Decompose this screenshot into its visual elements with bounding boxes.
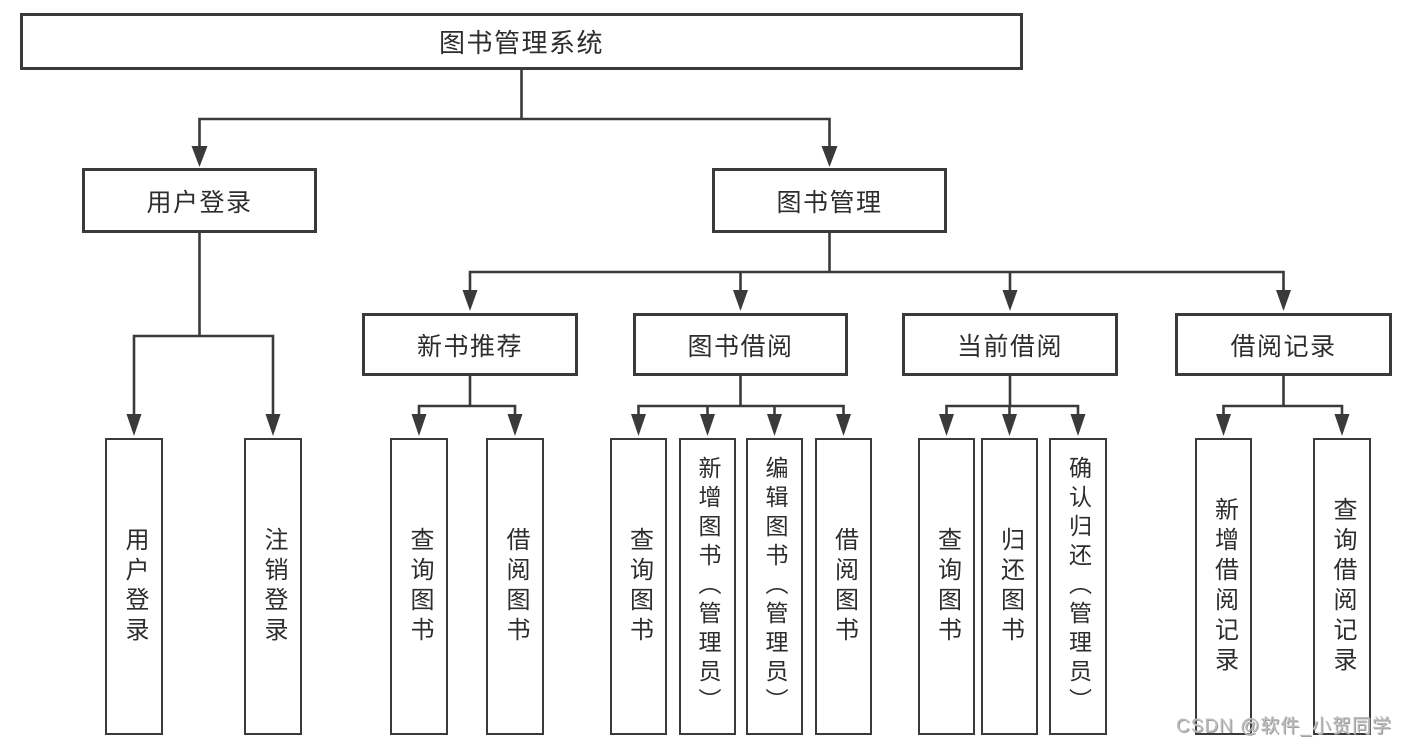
leaf-borrow-add-label: 新增图书（管理员） <box>695 456 721 717</box>
leaf-records-query-label: 查询借阅记录 <box>1329 496 1356 677</box>
node-new-book-recommend: 新书推荐 <box>362 313 578 376</box>
node-current-borrow-label: 当前借阅 <box>956 332 1063 361</box>
node-book-borrow: 图书借阅 <box>633 313 848 376</box>
leaf-current-confirm: 确认归还（管理员） <box>1049 438 1107 735</box>
watermark: CSDN @软件_小贺同学 <box>1176 716 1392 737</box>
node-root-label: 图书管理系统 <box>438 28 604 58</box>
leaf-current-query-label: 查询图书 <box>933 526 961 647</box>
node-book-management-label: 图书管理 <box>776 188 883 217</box>
leaf-logout-label: 注销登录 <box>260 526 287 647</box>
node-book-borrow-label: 图书借阅 <box>687 332 794 361</box>
node-user-login: 用户登录 <box>82 168 317 233</box>
leaf-borrow-edit: 编辑图书（管理员） <box>746 438 803 735</box>
leaf-records-add: 新增借阅记录 <box>1195 438 1252 735</box>
leaf-current-confirm-label: 确认归还（管理员） <box>1065 456 1092 717</box>
leaf-borrow-edit-label: 编辑图书（管理员） <box>762 456 788 717</box>
leaf-newbook-borrow: 借阅图书 <box>486 438 544 735</box>
node-new-book-recommend-label: 新书推荐 <box>416 332 523 361</box>
node-book-management: 图书管理 <box>712 168 947 233</box>
leaf-borrow-borrow: 借阅图书 <box>815 438 872 735</box>
node-current-borrow: 当前借阅 <box>902 313 1118 376</box>
node-borrow-records-label: 借阅记录 <box>1230 332 1337 361</box>
leaf-current-return: 归还图书 <box>981 438 1038 735</box>
leaf-newbook-query: 查询图书 <box>390 438 448 735</box>
leaf-borrow-query-label: 查询图书 <box>625 526 653 647</box>
leaf-newbook-query-label: 查询图书 <box>406 526 433 647</box>
leaf-borrow-query: 查询图书 <box>610 438 667 735</box>
node-user-login-label: 用户登录 <box>146 188 253 217</box>
leaf-records-query: 查询借阅记录 <box>1313 438 1371 735</box>
leaf-user-login: 用户登录 <box>105 438 163 735</box>
leaf-newbook-borrow-label: 借阅图书 <box>502 526 529 647</box>
leaf-records-add-label: 新增借阅记录 <box>1210 496 1238 677</box>
leaf-logout: 注销登录 <box>244 438 302 735</box>
node-root: 图书管理系统 <box>20 13 1023 70</box>
leaf-current-return-label: 归还图书 <box>996 526 1024 647</box>
leaf-borrow-borrow-label: 借阅图书 <box>830 526 858 647</box>
node-borrow-records: 借阅记录 <box>1175 313 1392 376</box>
leaf-user-login-label: 用户登录 <box>121 526 148 647</box>
leaf-current-query: 查询图书 <box>918 438 975 735</box>
leaf-borrow-add: 新增图书（管理员） <box>679 438 736 735</box>
